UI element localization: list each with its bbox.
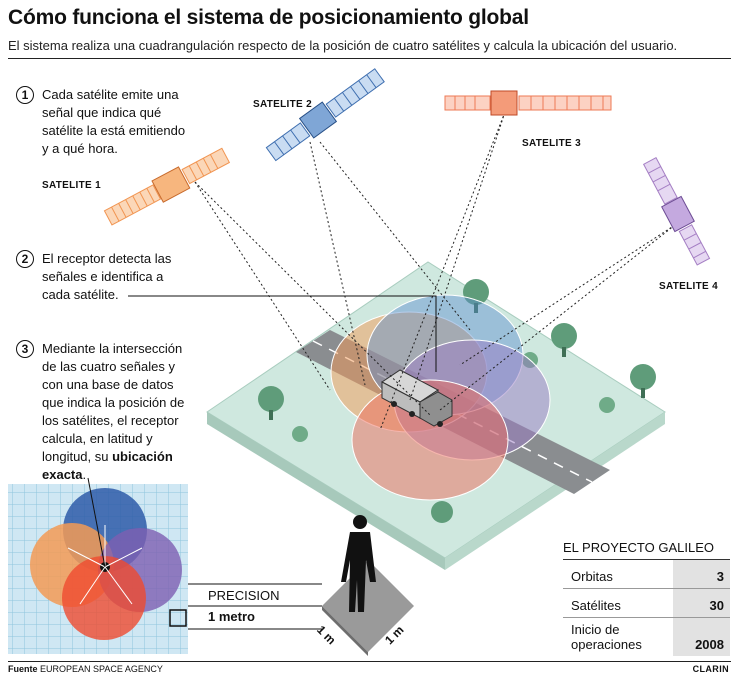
footer-source: Fuente EUROPEAN SPACE AGENCY bbox=[8, 664, 163, 674]
step-1-number: 1 bbox=[16, 86, 34, 104]
galileo-row-value: 2008 bbox=[672, 617, 730, 656]
signal-lines bbox=[194, 111, 676, 431]
galileo-table: Orbitas 3 Satélites 30 Inicio de operaci… bbox=[563, 560, 730, 656]
step-2-pointer bbox=[128, 295, 437, 372]
galileo-title: EL PROYECTO GALILEO bbox=[563, 540, 730, 560]
tree-icon bbox=[431, 501, 453, 523]
trees bbox=[258, 279, 656, 523]
galileo-row-value: 30 bbox=[672, 588, 730, 618]
satellite-1-label: SATELITE 1 bbox=[42, 180, 101, 191]
tree-icon bbox=[630, 364, 656, 398]
tree-icon bbox=[599, 397, 615, 413]
step-2: 2 El receptor detecta las señales e iden… bbox=[16, 250, 192, 304]
step-3-number: 3 bbox=[16, 340, 34, 358]
galileo-row-value: 3 bbox=[672, 560, 730, 589]
step-3: 3 Mediante la intersección de las cuatro… bbox=[16, 340, 192, 484]
page-subtitle: El sistema realiza una cuadrangulación r… bbox=[8, 38, 678, 53]
footer-credit: CLARIN bbox=[692, 664, 729, 674]
satellite-3-label: SATELITE 3 bbox=[522, 138, 581, 149]
footer-source-label: Fuente bbox=[8, 664, 38, 674]
step-3-text-main: Mediante la intersección de las cuatro s… bbox=[42, 341, 185, 464]
galileo-row-label: Satélites bbox=[563, 588, 673, 618]
galileo-panel: EL PROYECTO GALILEO Orbitas 3 Satélites … bbox=[563, 540, 730, 656]
tree-icon bbox=[551, 323, 577, 357]
step-3-text-bold: ubicación exacta bbox=[42, 449, 173, 482]
satellite-4-label: SATELITE 4 bbox=[659, 281, 718, 292]
precision-grid-inset bbox=[8, 477, 188, 654]
step-2-text: El receptor detecta las señales e identi… bbox=[42, 251, 172, 302]
tree-icon bbox=[463, 279, 489, 313]
satellite-2-label: SATELITE 2 bbox=[253, 99, 312, 110]
step-2-number: 2 bbox=[16, 250, 34, 268]
footer-divider bbox=[8, 661, 731, 662]
galileo-row-label: Inicio de operaciones bbox=[571, 622, 642, 652]
galileo-row-label: Orbitas bbox=[563, 560, 673, 589]
precision-rules bbox=[188, 583, 322, 630]
table-row: Satélites 30 bbox=[563, 588, 730, 618]
satellite-1-icon bbox=[103, 147, 231, 226]
satellite-4-icon bbox=[642, 157, 711, 266]
satellite-3-icon bbox=[444, 90, 612, 116]
person-icon bbox=[322, 515, 414, 656]
precision-label: PRECISION bbox=[208, 588, 280, 603]
table-row: Inicio de operaciones 2008 bbox=[563, 617, 730, 656]
step-3-text-end: . bbox=[82, 467, 87, 482]
precision-block: PRECISION 1 metro bbox=[208, 588, 280, 624]
tree-icon bbox=[292, 426, 308, 442]
step-3-text: Mediante la intersección de las cuatro s… bbox=[42, 340, 192, 484]
precision-value: 1 metro bbox=[208, 609, 255, 624]
header-divider bbox=[8, 58, 731, 59]
signal-circles bbox=[330, 294, 551, 501]
truck-icon bbox=[381, 369, 453, 427]
step-1-text: Cada satélite emite una señal que indica… bbox=[42, 87, 186, 156]
tree-icon bbox=[258, 386, 284, 420]
table-row: Orbitas 3 bbox=[563, 560, 730, 589]
page-title: Cómo funciona el sistema de posicionamie… bbox=[8, 6, 529, 29]
footer-source-name: EUROPEAN SPACE AGENCY bbox=[40, 664, 163, 674]
satellite-2-icon bbox=[265, 68, 385, 162]
step-1: 1 Cada satélite emite una señal que indi… bbox=[16, 86, 192, 158]
